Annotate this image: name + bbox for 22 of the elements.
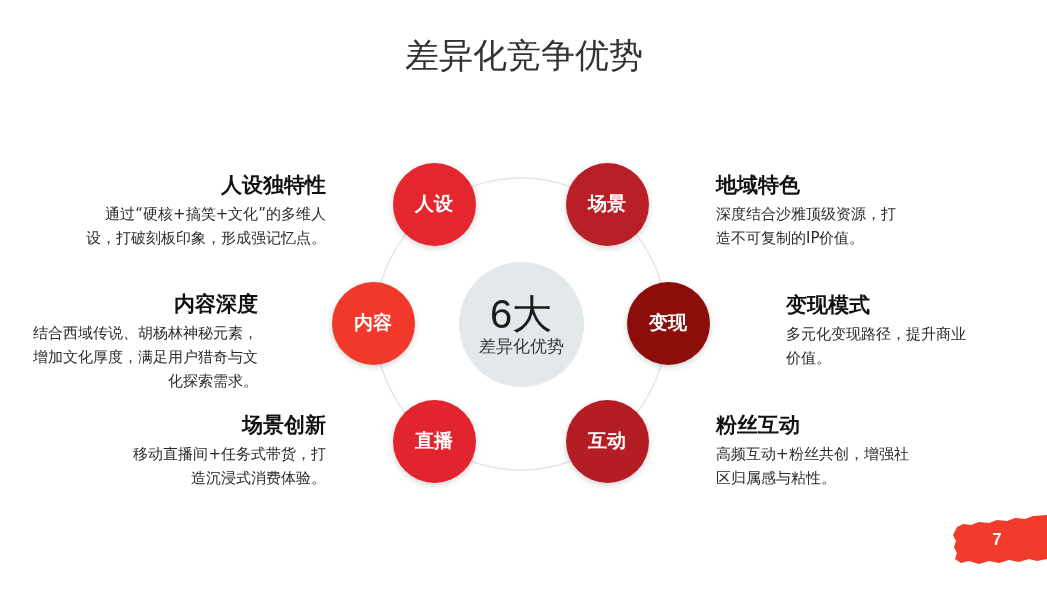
feature-heading: 变现模式 xyxy=(786,292,870,318)
feature-description: 深度结合沙雅顶级资源，打造不可复制的IP价值。 xyxy=(716,204,897,249)
circle-label: 直播 xyxy=(415,429,453,453)
feature-description: 结合西域传说、胡杨林神秘元素，增加文化厚度，满足用户猎奇与文化探索需求。 xyxy=(32,323,258,392)
feature-description: 移动直播间+任务式带货，打造沉浸式消费体验。 xyxy=(132,444,326,489)
page-number: 7 xyxy=(992,530,1002,550)
feature-description: 多元化变现路径，提升商业价值。 xyxy=(786,324,967,369)
circle-label: 场景 xyxy=(588,192,626,216)
slide-title: 差异化竞争优势 xyxy=(404,35,643,76)
feature-heading: 地域特色 xyxy=(716,172,800,198)
center-number: 6大 xyxy=(489,292,553,336)
feature-heading: 人设独特性 xyxy=(221,172,326,198)
feature-description: 高频互动+粉丝共创，增强社区归属感与粘性。 xyxy=(716,444,910,489)
circle-label: 内容 xyxy=(354,311,392,335)
feature-heading: 内容深度 xyxy=(174,291,258,317)
circle-label: 人设 xyxy=(415,192,453,216)
center-caption: 差异化优势 xyxy=(478,336,564,358)
feature-heading: 粉丝互动 xyxy=(716,412,800,438)
circle-label: 互动 xyxy=(588,429,626,453)
feature-description: 通过“硬核+搞笑+文化”的多维人设，打破刻板印象，形成强记忆点。 xyxy=(85,204,326,249)
circle-label: 变现 xyxy=(649,311,687,335)
feature-heading: 场景创新 xyxy=(242,412,326,438)
